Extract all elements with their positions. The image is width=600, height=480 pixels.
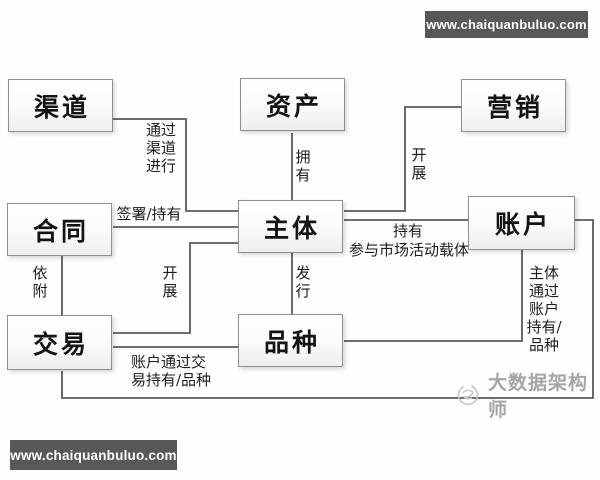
edge-label-asset-entity: 拥 有 <box>295 148 311 184</box>
watermark-bottom-bar: www.chaiquanbuluo.com <box>10 440 177 470</box>
watermark-top-bar: www.chaiquanbuluo.com <box>425 11 588 38</box>
node-account: 账户 <box>468 196 575 250</box>
brand-text: 大数据架构师 <box>488 372 589 421</box>
brand-watermark: 大数据架构师 <box>456 368 600 422</box>
edge-label-entity-account-hold: 持有 <box>392 222 423 240</box>
edge-label-entity-transaction: 开 展 <box>162 264 178 300</box>
node-transaction: 交易 <box>7 315 112 370</box>
edge-marketing-entity <box>344 106 461 212</box>
edge-label-marketing-entity: 开 展 <box>411 146 427 182</box>
edge-label-contract-entity: 签署/持有 <box>116 205 182 223</box>
edge-label-account-variety: 主体 通过 账户 持有/ 品种 <box>526 264 562 354</box>
node-entity: 主体 <box>238 200 343 253</box>
node-variety: 品种 <box>238 314 343 367</box>
edge-label-account-transaction: 账户通过交 易持有/品种 <box>131 353 212 389</box>
node-contract: 合同 <box>7 203 112 256</box>
edge-label-entity-variety: 发 行 <box>295 264 311 300</box>
node-asset: 资产 <box>240 78 345 131</box>
edge-label-contract-transaction: 依 附 <box>32 264 48 300</box>
watermark-top-text: www.chaiquanbuluo.com <box>426 17 587 32</box>
node-marketing: 营销 <box>461 79 566 132</box>
edge-account-variety <box>344 250 523 342</box>
brand-logo-icon <box>457 384 479 406</box>
edge-label-entity-account-carrier: 参与市场活动载体 <box>348 241 469 259</box>
node-channel: 渠道 <box>8 79 113 132</box>
edge-label-channel-entity: 通过 渠道 进行 <box>145 121 176 175</box>
watermark-bottom-text: www.chaiquanbuluo.com <box>10 447 177 463</box>
